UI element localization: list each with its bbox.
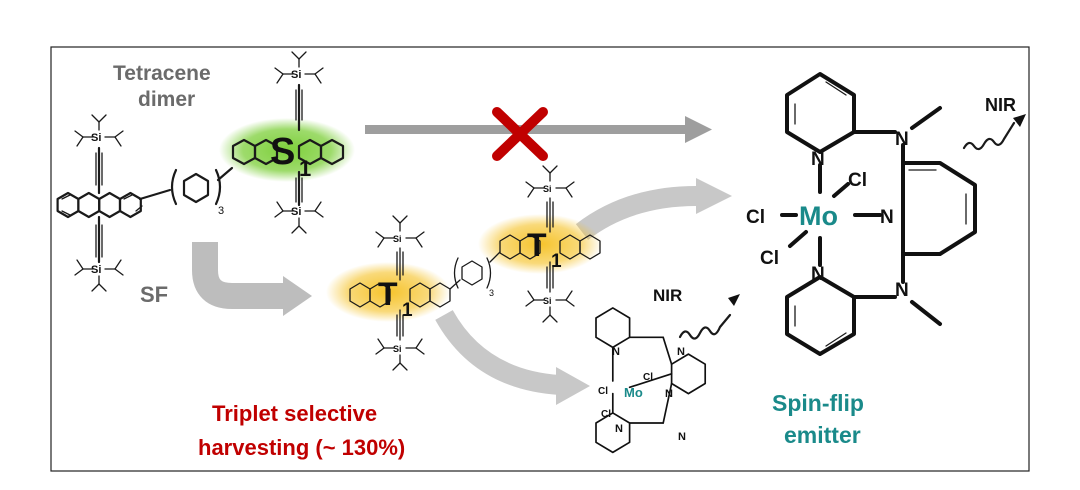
n-label: N (612, 346, 620, 358)
tetracene-dimer-molecule: Si Si 3 (56, 114, 234, 292)
n-label: N (895, 280, 909, 301)
spin-flip-label-line1: Spin-flip (772, 390, 864, 416)
n-label: N (677, 346, 685, 358)
si-label: Si (291, 206, 301, 218)
si-label: Si (291, 69, 301, 81)
si-label: Si (393, 344, 402, 354)
triplet-label-line2: harvesting (~ 130%) (198, 435, 405, 460)
small-mo-complex (595, 307, 707, 454)
n-label: N (880, 207, 894, 228)
si-label: Si (543, 184, 552, 194)
cl-label: Cl (848, 170, 867, 191)
t1-label-left: T (378, 276, 398, 312)
cl-label: Cl (643, 372, 653, 383)
cl-label: Cl (760, 248, 779, 269)
repeat-subscript: 3 (218, 205, 224, 217)
n-label: N (678, 431, 686, 443)
n-label: N (811, 149, 825, 170)
s1-tetracene-unit: Si Si (231, 51, 345, 234)
s1-label: S (270, 131, 295, 173)
s1-glow (219, 118, 355, 182)
triplet-dimer-molecule: Si Si 3 Si Si (349, 165, 601, 371)
nir-wavy-arrow-large (962, 114, 1026, 151)
mo-label-small: Mo (624, 385, 643, 400)
nir-label-large: NIR (985, 95, 1016, 115)
nir-label-small: NIR (653, 286, 682, 305)
n-label: N (665, 388, 673, 400)
figure-frame (50, 46, 1030, 472)
cl-label: Cl (601, 409, 611, 420)
cl-label: Cl (746, 207, 765, 228)
mo-label-large: Mo (799, 201, 838, 231)
triplet-label-line1: Triplet selective (212, 401, 377, 426)
large-mo-labels: N N Mo N Cl Cl Cl N N (746, 129, 909, 301)
n-label: N (811, 264, 825, 285)
repeat-subscript: 3 (489, 288, 494, 298)
triplet-arrow-lower (435, 309, 590, 405)
spin-flip-label-line2: emitter (784, 422, 861, 448)
nir-wavy-arrow-small (678, 294, 740, 340)
small-mo-labels: N N Mo Cl Cl Cl N N N (598, 346, 686, 443)
tetracene-label-line2: dimer (138, 88, 195, 111)
t1-label-right: T (527, 227, 547, 263)
triplet-arrow-upper (575, 178, 732, 241)
large-mo-complex (780, 72, 977, 356)
si-label: Si (91, 264, 101, 276)
cross-icon (492, 107, 548, 161)
s1-subscript: 1 (299, 156, 311, 181)
n-label: N (615, 423, 623, 435)
t1-subscript-right: 1 (551, 251, 562, 272)
sf-arrow (192, 242, 312, 316)
t1-subscript-left: 1 (402, 300, 413, 321)
si-label: Si (91, 132, 101, 144)
sf-label: SF (140, 282, 168, 307)
si-label: Si (543, 296, 552, 306)
n-label: N (895, 129, 909, 150)
cl-label: Cl (598, 386, 608, 397)
si-label: Si (393, 234, 402, 244)
tetracene-label-line1: Tetracene (113, 62, 211, 85)
